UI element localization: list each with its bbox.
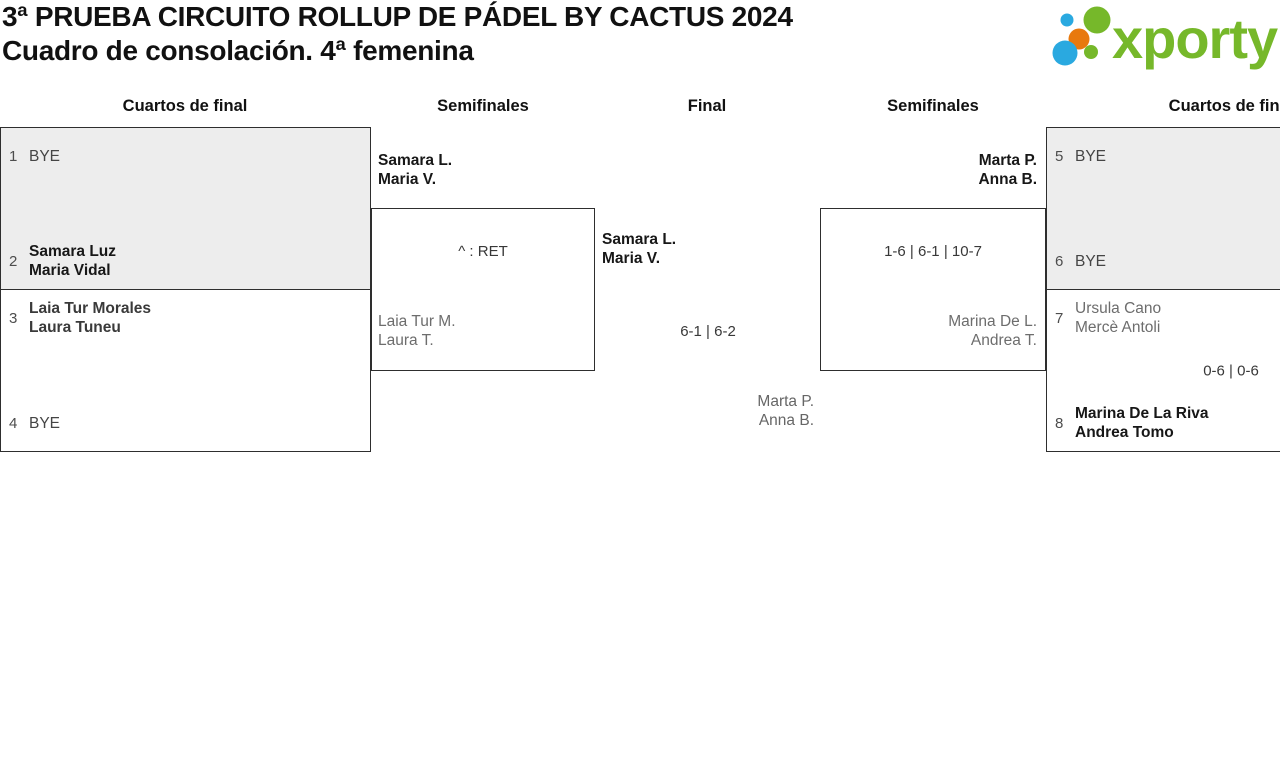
seed-number: 8: [1055, 414, 1064, 432]
xporty-logo-graphic: xporty: [1052, 6, 1279, 70]
seed-number: 2: [9, 252, 18, 270]
team-line-1: BYE: [1075, 147, 1107, 165]
team-name: BYE: [29, 414, 60, 433]
round-header-semifinals-right: Semifinales: [887, 97, 979, 115]
team-line-1: Marina De La Riva: [1075, 405, 1209, 422]
team-line-2: Andrea Tomo: [1075, 424, 1174, 441]
xporty-logo[interactable]: xporty: [1048, 2, 1279, 72]
team-line-2: Anna B.: [758, 412, 814, 429]
team-name: Marina De L. Andrea T.: [948, 312, 1037, 350]
team-slot: 6 BYE: [1047, 233, 1280, 289]
team-slot: 4 BYE: [1, 395, 370, 451]
match-score: 0-6 | 0-6: [1203, 362, 1259, 379]
round-header-quarterfinals-right: Cuartos de final: [1168, 97, 1280, 115]
team-name: Ursula Cano Mercè Antoli: [1075, 299, 1161, 337]
team-slot: 2 Samara Luz Maria Vidal: [1, 233, 370, 289]
team-name: Laia Tur M. Laura T.: [378, 312, 456, 350]
team-line-2: Mercè Antoli: [1075, 319, 1161, 336]
team-line-2: Maria Vidal: [29, 262, 111, 279]
team-slot: 1 BYE: [1, 128, 370, 184]
team-slot: 5 BYE: [1047, 128, 1280, 184]
page-title: 3ª PRUEBA CIRCUITO ROLLUP DE PÁDEL BY CA…: [2, 1, 793, 32]
team-line-1: BYE: [1075, 252, 1107, 270]
header-titles: 3ª PRUEBA CIRCUITO ROLLUP DE PÁDEL BY CA…: [2, 0, 793, 68]
team-line-1: Samara L.: [602, 231, 677, 248]
team-name: Marina De La Riva Andrea Tomo: [1075, 404, 1209, 442]
match-box-qf-left-top: 1 BYE 2 Samara Luz Maria Vidal: [0, 127, 371, 290]
match-box-qf-left-bottom: 3 Laia Tur Morales Laura Tuneu 4 BYE: [0, 289, 371, 452]
match-score: ^ : RET: [458, 243, 508, 260]
final-team-bottom: Marta P. Anna B.: [595, 392, 814, 430]
team-line-1: Marta P.: [978, 152, 1037, 169]
team-line-2: Maria V.: [378, 171, 437, 188]
team-name: Laia Tur Morales Laura Tuneu: [29, 299, 151, 337]
match-score: 1-6 | 6-1 | 10-7: [884, 243, 982, 260]
seed-number: 5: [1055, 147, 1064, 165]
match-box-sf-right: Marta P. Anna B. 1-6 | 6-1 | 10-7 Marina…: [820, 152, 1046, 371]
team-line-1: Laia Tur Morales: [29, 300, 152, 317]
final-team-top: Samara L. Maria V.: [602, 230, 676, 268]
team-name: Samara Luz Maria Vidal: [29, 242, 116, 280]
final-score: 6-1 | 6-2: [680, 323, 736, 340]
round-header-quarterfinals-left: Cuartos de final: [122, 97, 248, 115]
team-line-1: Samara L.: [378, 152, 453, 169]
team-slot: 7 Ursula Cano Mercè Antoli: [1047, 290, 1280, 346]
team-name: Samara L. Maria V.: [378, 151, 452, 189]
team-name: BYE: [1075, 252, 1106, 271]
logo-dot-green-large: [1083, 6, 1111, 34]
page-subtitle: Cuadro de consolación. 4ª femenina: [2, 35, 474, 66]
seed-number: 6: [1055, 252, 1064, 270]
seed-number: 4: [9, 414, 18, 432]
team-line-1: Samara Luz: [29, 243, 117, 260]
seed-number: 3: [9, 309, 18, 327]
team-line-2: Laura T.: [378, 332, 434, 349]
seed-number: 1: [9, 147, 18, 165]
team-line-2: Maria V.: [602, 250, 661, 267]
team-line-1: Laia Tur M.: [378, 313, 456, 330]
team-name: BYE: [1075, 147, 1106, 166]
team-line-2: Laura Tuneu: [29, 319, 121, 336]
team-line-2: Andrea T.: [970, 332, 1037, 349]
logo-dot-blue-large: [1052, 40, 1078, 66]
logo-dot-blue-small: [1060, 13, 1074, 27]
team-line-1: Marina De L.: [948, 313, 1037, 330]
match-box-qf-right-top: 5 BYE 6 BYE: [1046, 127, 1280, 290]
team-line-1: Marta P.: [757, 393, 814, 410]
team-slot: 8 Marina De La Riva Andrea Tomo: [1047, 395, 1280, 451]
team-name: Marta P. Anna B.: [978, 151, 1037, 189]
round-header-final: Final: [687, 97, 727, 115]
seed-number: 7: [1055, 309, 1064, 327]
team-line-1: Ursula Cano: [1075, 300, 1162, 317]
team-line-1: BYE: [29, 147, 61, 165]
team-line-2: Anna B.: [978, 171, 1037, 188]
match-box-sf-left: Samara L. Maria V. ^ : RET Laia Tur M. L…: [371, 152, 595, 371]
team-line-1: BYE: [29, 414, 61, 432]
logo-dot-green-small: [1084, 45, 1098, 59]
logo-wordmark: xporty: [1112, 7, 1278, 70]
match-box-qf-right-bottom: 7 Ursula Cano Mercè Antoli 0-6 | 0-6 8 M…: [1046, 289, 1280, 452]
round-header-semifinals-left: Semifinales: [437, 97, 529, 115]
team-name: BYE: [29, 147, 60, 166]
team-slot: 3 Laia Tur Morales Laura Tuneu: [1, 290, 370, 346]
